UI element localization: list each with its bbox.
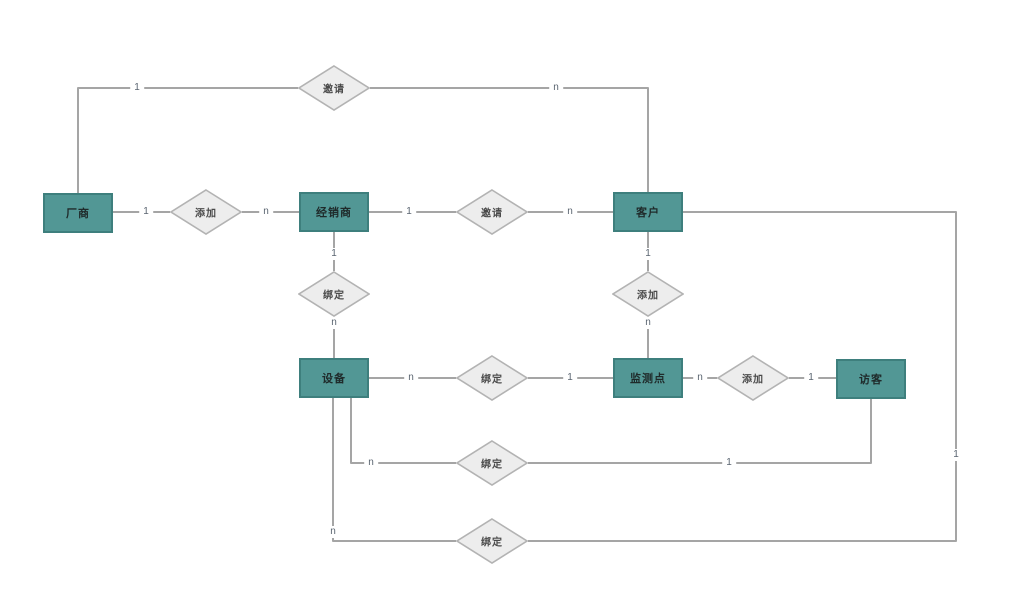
entity-vendor[interactable]: 厂商 xyxy=(43,193,113,233)
diamond-shape xyxy=(456,189,528,235)
relationship-invite-vendor-customer[interactable]: 邀请 xyxy=(298,65,370,111)
cardinality-label-1: n xyxy=(549,82,563,94)
diamond-shape xyxy=(456,518,528,564)
cardinality-label-7: n xyxy=(327,317,341,329)
cardinality-label-9: n xyxy=(641,317,655,329)
relationship-bind-device-monitorpoint[interactable]: 绑定 xyxy=(456,355,528,401)
entity-label-vendor: 厂商 xyxy=(66,208,90,220)
relationship-label-add-monitorpoint-visitor: 添加 xyxy=(742,374,764,386)
relationship-add-customer-monitorpoint[interactable]: 添加 xyxy=(612,271,684,317)
entity-label-device: 设备 xyxy=(322,373,346,385)
relationship-label-add-customer-monitorpoint: 添加 xyxy=(637,290,659,302)
relationship-invite-dealer-customer[interactable]: 邀请 xyxy=(456,189,528,235)
cardinality-label-17: 1 xyxy=(949,449,963,461)
diamond-shape xyxy=(456,355,528,401)
entity-label-monitor-point: 监测点 xyxy=(630,373,666,385)
relationship-label-add-vendor-dealer: 添加 xyxy=(195,208,217,220)
cardinality-label-16: n xyxy=(326,526,340,538)
cardinality-label-15: 1 xyxy=(722,457,736,469)
cardinality-label-2: 1 xyxy=(139,206,153,218)
diamond-shape xyxy=(612,271,684,317)
edge-bind3-to-visitor xyxy=(528,399,872,464)
diamond-shape xyxy=(456,440,528,486)
cardinality-label-10: n xyxy=(404,372,418,384)
cardinality-label-8: 1 xyxy=(641,248,655,260)
diamond-shape xyxy=(717,355,789,401)
edge-vendor-to-invite-top xyxy=(77,87,298,193)
entity-label-customer: 客户 xyxy=(636,207,660,219)
relationship-bind-device-customer[interactable]: 绑定 xyxy=(456,518,528,564)
cardinality-label-0: 1 xyxy=(130,82,144,94)
relationship-label-bind-device-visitor: 绑定 xyxy=(481,459,503,471)
cardinality-label-14: n xyxy=(364,457,378,469)
edge-device-to-bind3 xyxy=(350,398,456,464)
entity-device[interactable]: 设备 xyxy=(299,358,369,398)
cardinality-label-3: n xyxy=(259,206,273,218)
cardinality-label-6: 1 xyxy=(327,248,341,260)
relationship-label-bind-device-customer: 绑定 xyxy=(481,537,503,549)
cardinality-label-13: 1 xyxy=(804,372,818,384)
diamond-shape xyxy=(170,189,242,235)
relationship-add-monitorpoint-visitor[interactable]: 添加 xyxy=(717,355,789,401)
relationship-bind-device-visitor[interactable]: 绑定 xyxy=(456,440,528,486)
relationship-add-vendor-dealer[interactable]: 添加 xyxy=(170,189,242,235)
relationship-label-bind-device-monitorpoint: 绑定 xyxy=(481,374,503,386)
entity-label-dealer: 经销商 xyxy=(316,207,352,219)
relationship-bind-dealer-device[interactable]: 绑定 xyxy=(298,271,370,317)
cardinality-label-12: n xyxy=(693,372,707,384)
entity-label-visitor: 访客 xyxy=(859,374,883,386)
edge-device-to-bind4 xyxy=(332,398,456,542)
cardinality-label-11: 1 xyxy=(563,372,577,384)
entity-visitor[interactable]: 访客 xyxy=(836,359,906,399)
entity-monitor-point[interactable]: 监测点 xyxy=(613,358,683,398)
cardinality-label-4: 1 xyxy=(402,206,416,218)
relationship-label-bind-dealer-device: 绑定 xyxy=(323,290,345,302)
diamond-shape xyxy=(298,271,370,317)
relationship-label-invite-vendor-customer: 邀请 xyxy=(323,84,345,96)
diamond-shape xyxy=(298,65,370,111)
entity-dealer[interactable]: 经销商 xyxy=(299,192,369,232)
edge-bind4-to-customer xyxy=(528,211,957,542)
entity-customer[interactable]: 客户 xyxy=(613,192,683,232)
relationship-label-invite-dealer-customer: 邀请 xyxy=(481,208,503,220)
cardinality-label-5: n xyxy=(563,206,577,218)
edge-invite-top-to-customer xyxy=(370,87,649,192)
